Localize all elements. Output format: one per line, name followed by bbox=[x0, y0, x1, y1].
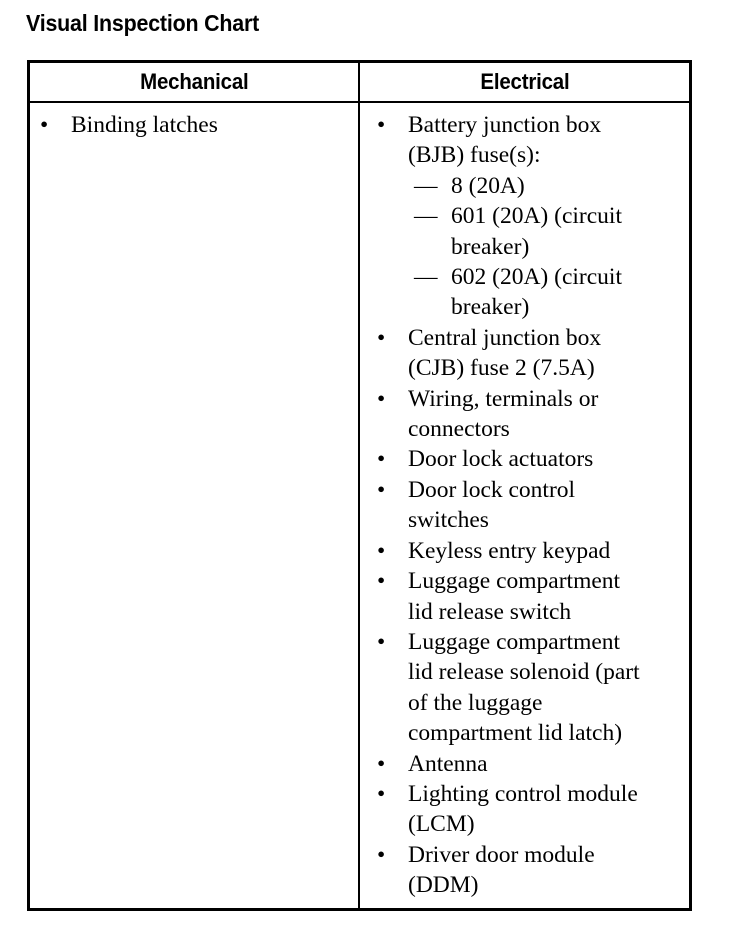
list-item: Lighting control module (LCM) bbox=[377, 779, 689, 840]
sub-list-item: 602 (20A) (circuit breaker) bbox=[414, 262, 689, 323]
list-item: Door lock control switches bbox=[377, 475, 689, 536]
bullet-marker-icon bbox=[377, 475, 408, 505]
cell-mechanical: Binding latches bbox=[30, 103, 360, 908]
column-header-electrical-label: Electrical bbox=[479, 69, 570, 94]
bullet-marker-icon bbox=[377, 749, 408, 779]
list-item: Antenna bbox=[377, 749, 689, 779]
list-item-text: Driver door module (DDM) bbox=[408, 841, 595, 899]
list-item-text: Wiring, terminals or connectors bbox=[408, 385, 599, 443]
cell-electrical: Battery junction box (BJB) fuse(s):8 (20… bbox=[360, 103, 689, 908]
bullet-marker-icon bbox=[377, 627, 408, 657]
table-body-row: Binding latches Battery junction box (BJ… bbox=[30, 103, 689, 908]
electrical-item-list: Battery junction box (BJB) fuse(s):8 (20… bbox=[360, 110, 689, 901]
table-header-row: Mechanical Electrical bbox=[30, 63, 689, 103]
sub-list-item: 601 (20A) (circuit breaker) bbox=[414, 201, 689, 262]
column-header-mechanical-label: Mechanical bbox=[139, 69, 249, 94]
list-item: Battery junction box (BJB) fuse(s):8 (20… bbox=[377, 110, 689, 323]
page-title: Visual Inspection Chart bbox=[26, 10, 260, 36]
mechanical-item-list: Binding latches bbox=[30, 110, 358, 140]
em-dash-marker-icon bbox=[414, 201, 451, 231]
list-item-text: Door lock control switches bbox=[408, 476, 576, 534]
bullet-marker-icon bbox=[377, 536, 408, 566]
bullet-marker-icon bbox=[377, 840, 408, 870]
list-item: Luggage compartment lid release solenoid… bbox=[377, 627, 689, 749]
list-item-text: 601 (20A) (circuit breaker) bbox=[451, 203, 622, 260]
bullet-marker-icon bbox=[377, 566, 408, 596]
list-item-text: Binding latches bbox=[71, 112, 218, 138]
sub-item-list: 8 (20A) 601 (20A) (circuit breaker)602 (2… bbox=[408, 171, 689, 323]
list-item-text: Door lock actuators bbox=[408, 446, 594, 473]
list-item: Driver door module (DDM) bbox=[377, 840, 689, 901]
list-item-text: 602 (20A) (circuit breaker) bbox=[451, 264, 622, 321]
list-item: Wiring, terminals or connectors bbox=[377, 384, 689, 445]
bullet-marker-icon bbox=[377, 384, 408, 414]
bullet-marker-icon bbox=[377, 110, 408, 140]
bullet-marker-icon bbox=[377, 444, 408, 474]
column-header-mechanical: Mechanical bbox=[30, 63, 360, 101]
list-item: Door lock actuators bbox=[377, 444, 689, 474]
column-header-electrical: Electrical bbox=[360, 63, 689, 101]
bullet-marker-icon bbox=[377, 323, 408, 353]
list-item: Keyless entry keypad bbox=[377, 536, 689, 566]
list-item-text: Luggage compartment lid release switch bbox=[408, 568, 621, 625]
list-item-text: Antenna bbox=[408, 750, 488, 777]
list-item-text: Lighting control module (LCM) bbox=[408, 780, 638, 838]
list-item-text: Central junction box (CJB) fuse 2 (7.5A) bbox=[408, 324, 602, 382]
sub-list-item: 8 (20A) bbox=[414, 171, 689, 201]
list-item-text: Keyless entry keypad bbox=[408, 537, 611, 564]
bullet-marker-icon bbox=[377, 779, 408, 809]
list-item: Central junction box (CJB) fuse 2 (7.5A) bbox=[377, 323, 689, 384]
em-dash-marker-icon bbox=[414, 262, 451, 292]
bullet-marker-icon bbox=[40, 110, 71, 140]
list-item: Luggage compartment lid release switch bbox=[377, 566, 689, 627]
list-item-text: Luggage compartment lid release solenoid… bbox=[408, 628, 640, 747]
list-item-text: Battery junction box (BJB) fuse(s): bbox=[408, 112, 602, 169]
list-item-text: 8 (20A) bbox=[451, 172, 525, 199]
em-dash-marker-icon bbox=[414, 171, 451, 201]
list-item: Binding latches bbox=[40, 110, 358, 140]
visual-inspection-table: Mechanical Electrical Binding latches Ba… bbox=[27, 60, 692, 911]
